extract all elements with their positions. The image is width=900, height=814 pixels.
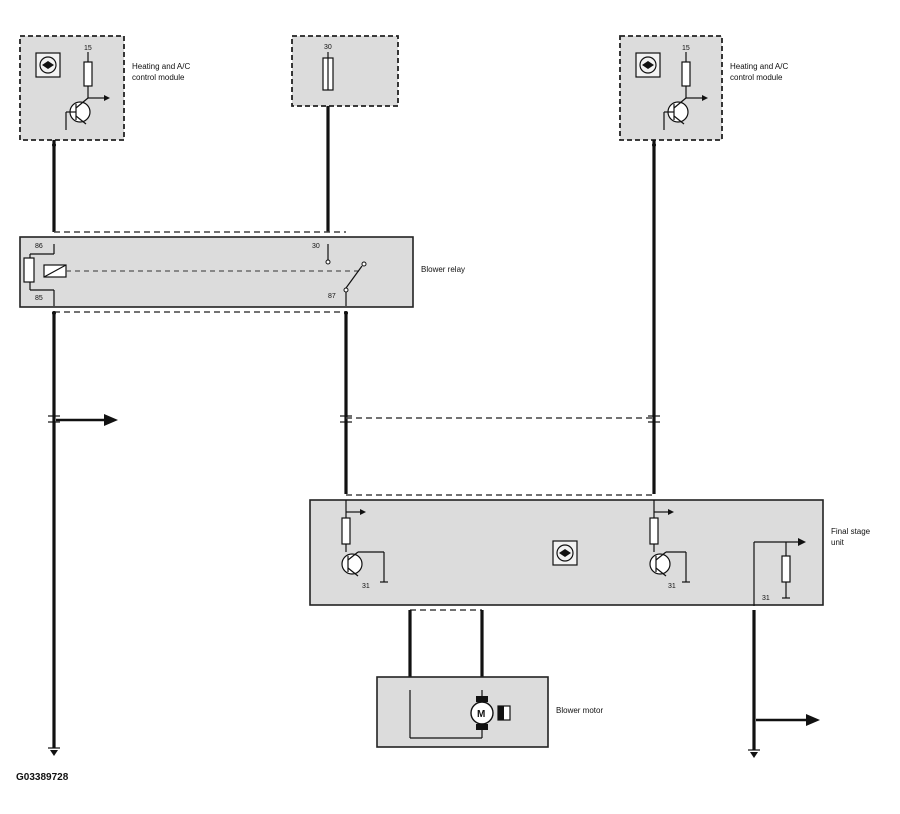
continuation-arrow-icon bbox=[756, 714, 820, 726]
left-control-module: 15 bbox=[19, 35, 125, 141]
continuation-arrow-icon bbox=[56, 414, 118, 426]
left-module-box bbox=[19, 35, 125, 141]
final-stage-pin-31-mid: 31 bbox=[668, 583, 676, 590]
blower-motor-box bbox=[376, 676, 549, 748]
fuse-box: 30 bbox=[291, 35, 399, 107]
motor-symbol: M bbox=[477, 709, 485, 720]
relay-pin-86: 86 bbox=[35, 243, 43, 250]
transistor-icon bbox=[663, 52, 708, 130]
final-stage-unit: 31 31 bbox=[309, 494, 824, 611]
connector-dot bbox=[52, 143, 56, 147]
ground-symbol-icon bbox=[48, 747, 60, 756]
final-stage-pin-31-right: 31 bbox=[762, 595, 770, 602]
control-unit-icon bbox=[635, 52, 661, 78]
blower-motor: M bbox=[376, 676, 549, 748]
figure-id: G03389728 bbox=[16, 772, 69, 783]
relay-pin-30: 30 bbox=[312, 243, 320, 250]
final-stage-pin-31-left: 31 bbox=[362, 583, 370, 590]
connector-dot bbox=[344, 311, 348, 315]
left-module-label-line1: Heating and A/C bbox=[132, 62, 190, 71]
connector-marks bbox=[48, 415, 660, 423]
right-module-label-line1: Heating and A/C bbox=[730, 62, 788, 71]
relay-pin-85: 85 bbox=[35, 295, 43, 302]
transistor-icon bbox=[65, 52, 110, 130]
control-unit-icon bbox=[552, 540, 578, 566]
left-module-pin-15: 15 bbox=[84, 45, 92, 52]
final-stage-label-line1: Final stage bbox=[831, 527, 871, 536]
transistor-icon bbox=[649, 500, 690, 583]
fuse-icon bbox=[322, 52, 334, 91]
right-control-module: 15 bbox=[619, 35, 723, 141]
connector-dot bbox=[652, 143, 656, 147]
connector-dot bbox=[52, 311, 56, 315]
fuse-pin-30: 30 bbox=[324, 44, 332, 51]
control-unit-icon bbox=[35, 52, 61, 78]
resistor-icon bbox=[753, 538, 806, 606]
left-module-label-line2: control module bbox=[132, 73, 185, 82]
blower-relay: 86 85 30 87 bbox=[19, 231, 414, 313]
relay-pin-87: 87 bbox=[328, 293, 336, 300]
right-module-pin-15: 15 bbox=[682, 45, 690, 52]
motor-icon: M bbox=[470, 696, 511, 730]
relay-switch-icon bbox=[325, 244, 367, 306]
right-module-label-line2: control module bbox=[730, 73, 783, 82]
blower-motor-label: Blower motor bbox=[556, 706, 603, 715]
blower-relay-label: Blower relay bbox=[421, 265, 465, 274]
right-module-box bbox=[619, 35, 723, 141]
fuse-box-frame bbox=[291, 35, 399, 107]
relay-coil-icon bbox=[23, 244, 67, 306]
final-stage-label-line2: unit bbox=[831, 538, 845, 547]
transistor-icon bbox=[341, 500, 388, 583]
blower-relay-box bbox=[19, 236, 414, 308]
ground-symbol-icon bbox=[748, 749, 760, 758]
